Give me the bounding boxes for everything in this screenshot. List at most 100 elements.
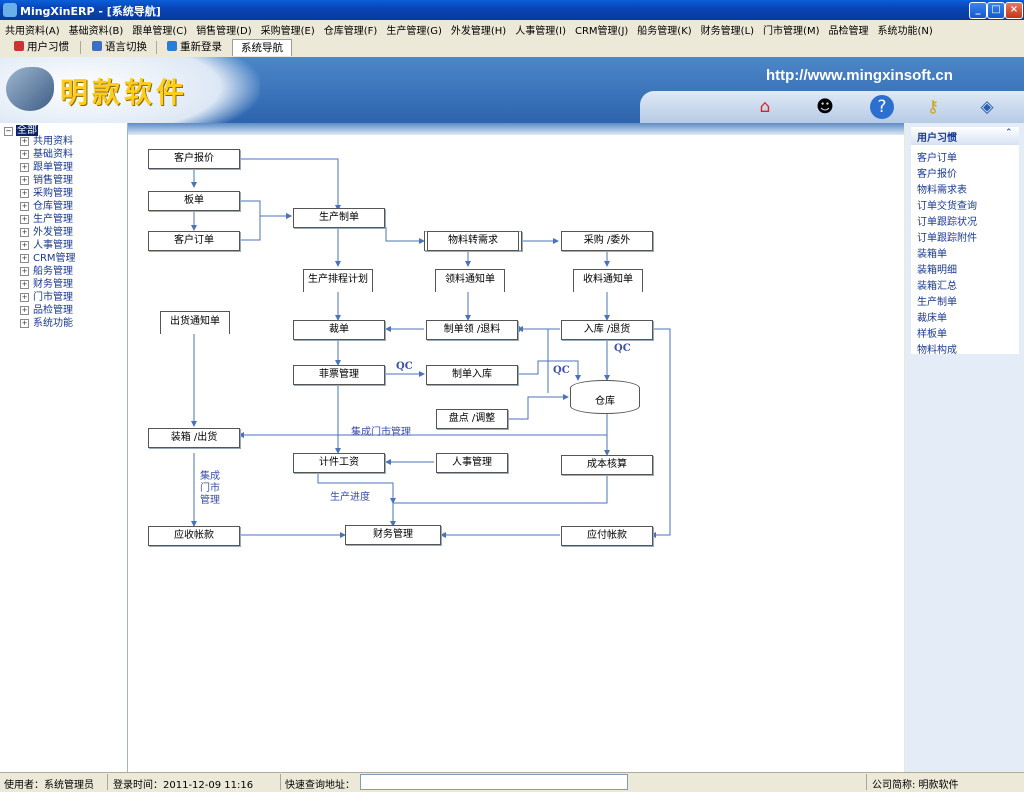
expand-icon[interactable]: + (20, 150, 29, 159)
qq-icon[interactable]: ☻ (816, 97, 834, 117)
keys-icon[interactable]: ⚷ (926, 97, 940, 117)
expand-icon[interactable]: + (20, 137, 29, 146)
menu-item[interactable]: 人事管理(I) (515, 26, 566, 37)
node-material-requirement[interactable]: 物料转需求 (424, 231, 522, 251)
expand-icon[interactable]: + (20, 241, 29, 250)
node-ticket-management[interactable]: 菲票管理 (293, 365, 385, 385)
node-customer-order[interactable]: 客户订单 (148, 231, 240, 251)
menu-item[interactable]: 外发管理(H) (450, 26, 507, 37)
quick-query-input[interactable] (360, 774, 628, 790)
menu-item[interactable]: 仓库管理(F) (323, 26, 378, 37)
menu-item[interactable]: 船务管理(K) (637, 26, 692, 37)
node-piece-wage[interactable]: 计件工资 (293, 453, 385, 473)
doc-shipping-notice[interactable]: 出货通知单 (160, 311, 230, 334)
menu-item[interactable]: 基础资料(B) (68, 26, 124, 37)
expand-icon[interactable]: + (20, 280, 29, 289)
home-icon[interactable]: ⌂ (759, 97, 771, 117)
quick-link[interactable]: 客户报价 (917, 169, 957, 180)
quick-link[interactable]: 订单跟踪附件 (917, 233, 977, 244)
tree-item[interactable]: +门市管理 (20, 292, 73, 303)
tree-item[interactable]: +船务管理 (20, 266, 73, 277)
node-stock-in-return[interactable]: 入库 /退货 (561, 320, 653, 340)
close-button[interactable]: × (1005, 2, 1023, 19)
tree-item[interactable]: +外发管理 (20, 227, 73, 238)
menu-item[interactable]: CRM管理(J) (574, 26, 629, 37)
node-accounts-receivable[interactable]: 应收帐款 (148, 526, 240, 546)
tree-item[interactable]: +人事管理 (20, 240, 73, 251)
menu-item[interactable]: 品检管理 (828, 26, 869, 37)
menu-item[interactable]: 跟单管理(C) (132, 26, 188, 37)
tree-item[interactable]: +财务管理 (20, 279, 73, 290)
quick-link[interactable]: 物料需求表 (917, 185, 967, 196)
maximize-button[interactable]: □ (987, 2, 1005, 19)
node-purchase-outsource[interactable]: 采购 /委外 (561, 231, 653, 251)
menu-item[interactable]: 生产管理(G) (386, 26, 442, 37)
exit-icon[interactable]: ◈ (980, 97, 994, 117)
tree-item[interactable]: +CRM管理 (20, 253, 76, 264)
node-production-order[interactable]: 生产制单 (293, 208, 385, 228)
quick-link[interactable]: 生产制单 (917, 297, 957, 308)
language-switch-button[interactable]: 语言切换 (92, 40, 147, 55)
menu-item[interactable]: 共用资料(A) (5, 26, 60, 37)
node-production-stock-in[interactable]: 制单入库 (426, 365, 518, 385)
node-finance-management[interactable]: 财务管理 (345, 525, 441, 545)
node-hr-management[interactable]: 人事管理 (436, 453, 508, 473)
doc-pick-notice[interactable]: 领料通知单 (435, 269, 505, 292)
tree-item[interactable]: +仓库管理 (20, 201, 73, 212)
expand-icon[interactable]: + (20, 189, 29, 198)
quick-link[interactable]: 客户订单 (917, 153, 957, 164)
tree-item[interactable]: +基础资料 (20, 149, 73, 160)
node-cost-accounting[interactable]: 成本核算 (561, 455, 653, 475)
collapse-icon[interactable]: − (4, 127, 13, 136)
relogin-button[interactable]: 重新登录 (167, 40, 222, 55)
node-packing-shipping[interactable]: 装箱 /出货 (148, 428, 240, 448)
tab-system-navigation[interactable]: 系统导航 (232, 39, 292, 56)
expand-icon[interactable]: + (20, 254, 29, 263)
node-pick-return[interactable]: 制单领 /退料 (426, 320, 518, 340)
expand-icon[interactable]: + (20, 163, 29, 172)
quick-link[interactable]: 样板单 (917, 329, 947, 340)
qc-label: QC (614, 343, 631, 354)
expand-icon[interactable]: + (20, 215, 29, 224)
minimize-button[interactable]: _ (969, 2, 987, 19)
quick-link[interactable]: 裁床单 (917, 313, 947, 324)
menu-item[interactable]: 门市管理(M) (763, 26, 820, 37)
quick-link[interactable]: 订单交货查询 (917, 201, 977, 212)
tree-item[interactable]: +系统功能 (20, 318, 73, 329)
node-stocktake-adjust[interactable]: 盘点 /调整 (436, 409, 508, 429)
collapse-chevron-icon[interactable]: ⌃ (1005, 128, 1013, 138)
menu-item[interactable]: 系统功能(N) (877, 26, 933, 37)
quick-link[interactable]: 装箱明细 (917, 265, 957, 276)
doc-receive-notice[interactable]: 收料通知单 (573, 269, 643, 292)
node-accounts-payable[interactable]: 应付帐款 (561, 526, 653, 546)
expand-icon[interactable]: + (20, 176, 29, 185)
tree-item[interactable]: +生产管理 (20, 214, 73, 225)
tree-item[interactable]: +共用资料 (20, 136, 73, 147)
quick-link[interactable]: 物料构成 (917, 345, 957, 356)
menu-item[interactable]: 采购管理(E) (260, 26, 315, 37)
expand-icon[interactable]: + (20, 319, 29, 328)
expand-icon[interactable]: + (20, 202, 29, 211)
expand-icon[interactable]: + (20, 228, 29, 237)
node-sample-board[interactable]: 板单 (148, 191, 240, 211)
menu-item[interactable]: 销售管理(D) (196, 26, 252, 37)
help-icon[interactable]: ? (870, 95, 894, 119)
tree-item[interactable]: +销售管理 (20, 175, 73, 186)
tree-item[interactable]: +品检管理 (20, 305, 73, 316)
node-cutting[interactable]: 裁单 (293, 320, 385, 340)
quick-link[interactable]: 装箱单 (917, 249, 947, 260)
doc-production-schedule[interactable]: 生产排程计划 (303, 269, 373, 292)
status-login-time: 登录时间：2011-12-09 11:16 (113, 780, 254, 791)
expand-icon[interactable]: + (20, 306, 29, 315)
quick-link[interactable]: 装箱汇总 (917, 281, 957, 292)
tree-item[interactable]: +采购管理 (20, 188, 73, 199)
tree-item[interactable]: +跟单管理 (20, 162, 73, 173)
node-customer-quote[interactable]: 客户报价 (148, 149, 240, 169)
expand-icon[interactable]: + (20, 293, 29, 302)
user-habits-button[interactable]: 用户习惯 (14, 40, 69, 55)
expand-icon[interactable]: + (20, 267, 29, 276)
quick-link[interactable]: 订单跟踪状况 (917, 217, 977, 228)
node-warehouse[interactable]: 仓库 (570, 380, 640, 414)
tree-root[interactable]: −全部 (4, 125, 38, 136)
menu-item[interactable]: 财务管理(L) (700, 26, 755, 37)
